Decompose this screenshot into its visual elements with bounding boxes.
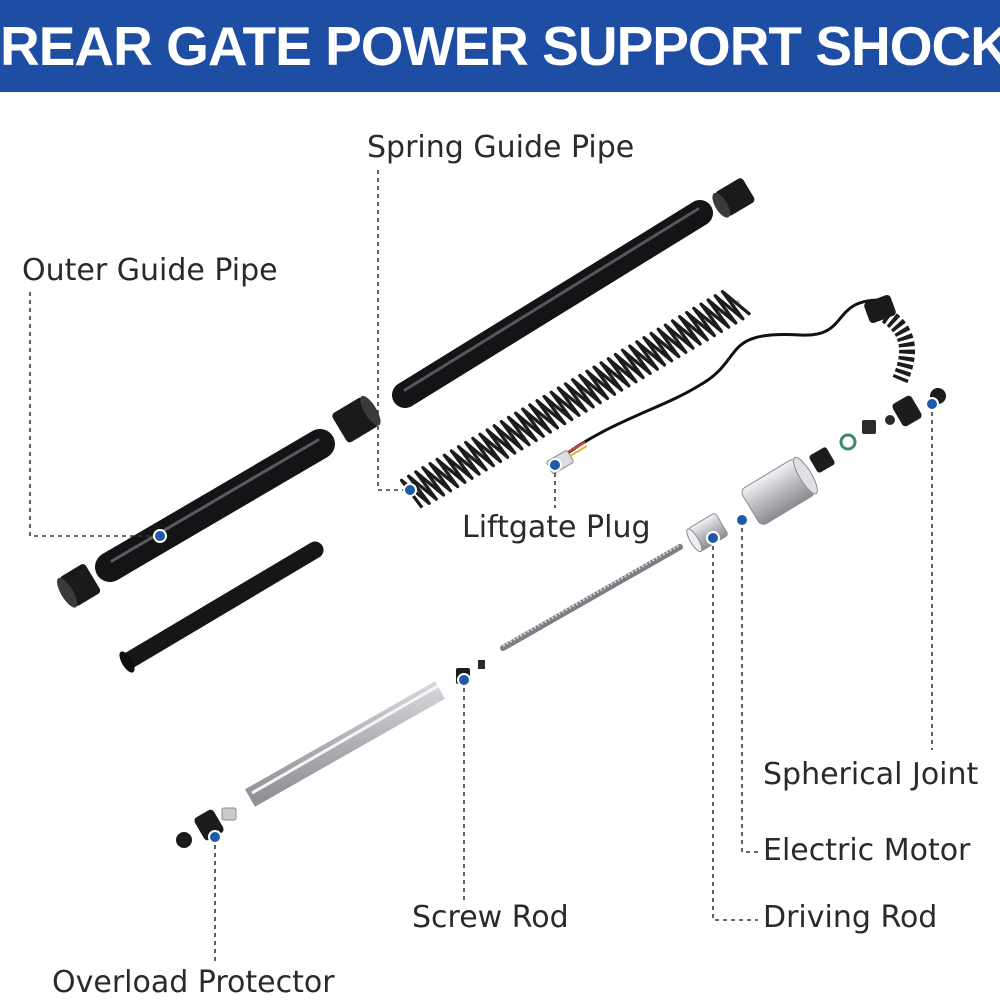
pipe-end-cap-part [331, 393, 385, 444]
label-spherical-joint: Spherical Joint [763, 760, 978, 790]
metal-tube-part [250, 686, 440, 798]
marker-dot-overload-protector [209, 831, 221, 843]
marker-dot-spherical-joint [926, 398, 938, 410]
marker-dot-screw-rod [458, 674, 470, 686]
screw-rod-part [456, 545, 680, 684]
marker-dot-spring-guide-pipe [404, 484, 416, 496]
label-driving-rod: Driving Rod [763, 903, 937, 933]
spherical-joint-part [808, 388, 946, 474]
label-overload-protector: Overload Protector [52, 968, 335, 998]
label-electric-motor: Electric Motor [763, 836, 970, 866]
spring-part [402, 292, 751, 508]
electric-motor-part [740, 454, 822, 526]
label-screw-rod: Screw Rod [412, 903, 569, 933]
label-liftgate-plug: Liftgate Plug [462, 513, 651, 543]
spring-guide-pipe-part [405, 177, 756, 395]
label-outer-guide-pipe: Outer Guide Pipe [22, 256, 278, 286]
driving-rod-part [684, 513, 728, 554]
marker-dot-outer-guide-pipe [154, 530, 166, 542]
inner-rod-part [117, 550, 315, 675]
marker-dot-liftgate-plug [549, 459, 561, 471]
label-spring-guide-pipe: Spring Guide Pipe [367, 133, 634, 163]
overload-protector-part [176, 808, 236, 848]
marker-dot-electric-motor [736, 514, 748, 526]
outer-guide-pipe-part [53, 440, 320, 610]
marker-dot-driving-rod [707, 532, 719, 544]
